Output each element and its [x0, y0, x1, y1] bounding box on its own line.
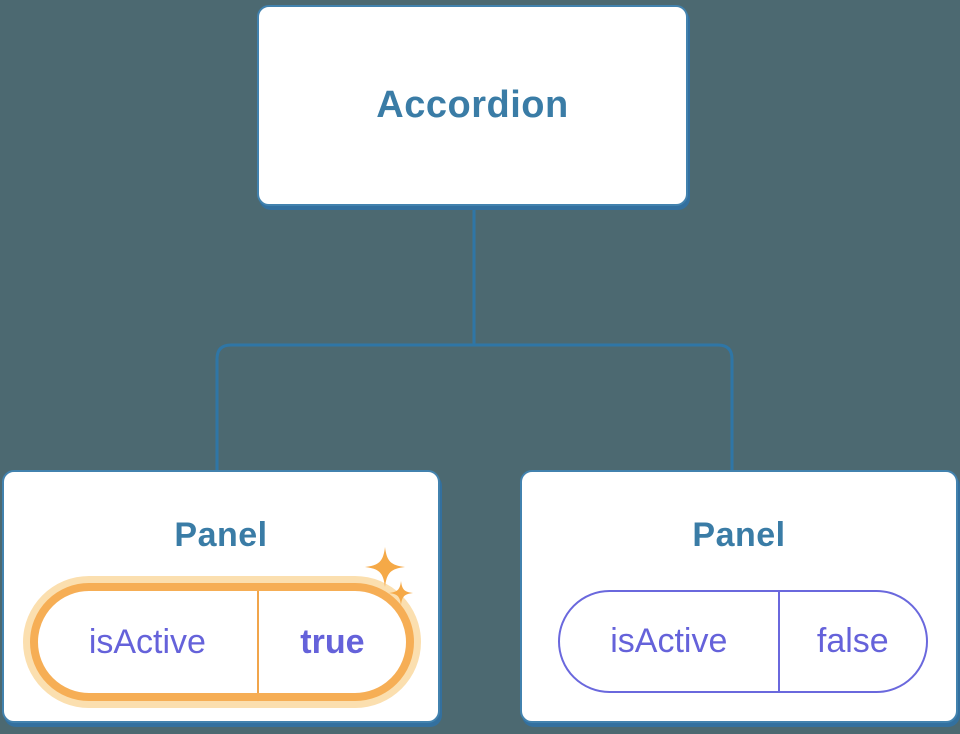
state-pill-active: isActive true — [30, 583, 414, 701]
panel-node-active: Panel isActive true — [2, 470, 440, 723]
sparkles-icon — [365, 547, 413, 605]
state-pill-inactive: isActive false — [558, 590, 928, 693]
state-value: false — [816, 622, 889, 660]
state-name: isActive — [560, 592, 780, 691]
panel-label: Panel — [692, 516, 786, 554]
state-value: true — [300, 622, 365, 661]
panel-node-inactive: Panel isActive false — [520, 470, 958, 723]
panel-label: Panel — [174, 516, 268, 554]
accordion-node: Accordion — [257, 5, 688, 206]
state-name: isActive — [38, 591, 259, 693]
accordion-label: Accordion — [376, 84, 569, 126]
